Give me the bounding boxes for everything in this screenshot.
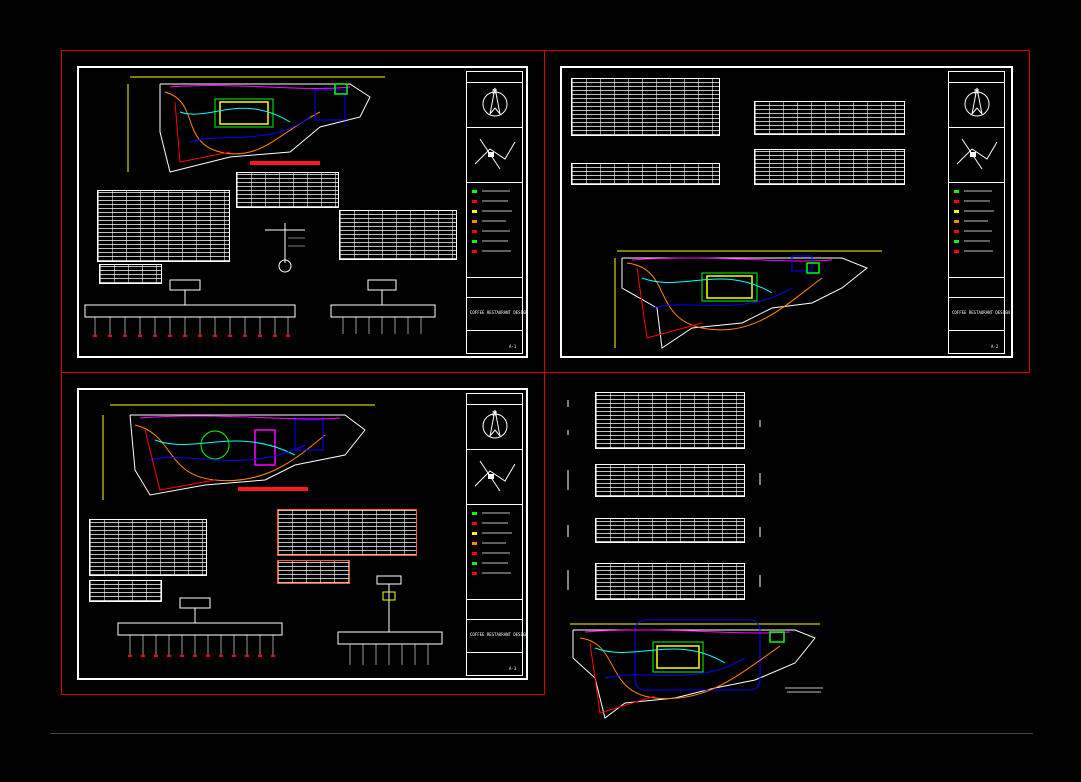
north-arrow-icon: N	[482, 409, 508, 439]
schedule-table	[595, 563, 745, 600]
legend-table	[99, 264, 162, 284]
schedule-table	[277, 560, 350, 584]
legend-swatches	[472, 190, 512, 253]
schedule-table	[339, 210, 457, 260]
schedule-table	[97, 190, 230, 262]
north-arrow-icon: N	[964, 87, 990, 117]
project-title: COFFEE RESTAURANT DESIGN	[470, 310, 528, 315]
schedule-table	[571, 163, 720, 185]
viewport-frame-bottom-left[interactable]	[61, 372, 545, 695]
location-map-icon	[474, 460, 516, 492]
svg-text:N: N	[974, 88, 979, 96]
svg-text:N: N	[492, 88, 497, 96]
floor-plan-4	[570, 619, 823, 719]
floor-plan-2	[614, 250, 882, 349]
north-arrow-icon: N	[482, 87, 508, 117]
title-block[interactable]: COFFEE RESTAURANT DESIGN A-1	[466, 71, 528, 354]
project-title: COFFEE RESTAURANT DESIGN	[952, 310, 1010, 315]
model-space-baseline	[50, 733, 1033, 734]
title-block[interactable]: COFFEE RESTAURANT DESIGN A-2	[948, 71, 1010, 354]
schedule-table	[595, 392, 745, 449]
schedule-table	[277, 509, 417, 556]
viewport-frame-top-right[interactable]	[544, 50, 1030, 373]
plan-title-bar	[250, 161, 320, 165]
schedule-table	[754, 101, 905, 135]
drawing-sheet-3[interactable]	[77, 388, 528, 680]
schedule-table	[754, 149, 905, 185]
location-map-icon	[474, 138, 516, 170]
single-line-diagram	[117, 597, 283, 657]
schedule-table	[595, 464, 745, 497]
plan-title-bar	[238, 487, 308, 491]
legend-table	[89, 580, 162, 602]
legend-swatches	[954, 190, 994, 253]
table-markers	[567, 400, 761, 590]
floor-plan-1	[127, 76, 385, 173]
schedule-table	[595, 518, 745, 543]
single-line-diagram	[337, 575, 443, 665]
riser-diagram	[265, 223, 305, 273]
sheet-number: A-2	[991, 344, 999, 349]
floor-plan-3	[102, 404, 375, 500]
schedule-table	[236, 172, 339, 208]
drawing-sheet-1[interactable]	[77, 66, 528, 358]
title-block[interactable]: COFFEE RESTAURANT DESIGN A-3	[466, 393, 528, 676]
schedule-table	[89, 519, 207, 576]
schedule-table	[571, 78, 720, 136]
location-map-icon	[956, 138, 998, 170]
svg-text:N: N	[492, 410, 497, 418]
sheet-number: A-1	[509, 344, 517, 349]
project-title: COFFEE RESTAURANT DESIGN	[470, 632, 528, 637]
single-line-diagram	[84, 279, 296, 337]
legend-swatches	[472, 512, 512, 575]
drawing-sheet-2[interactable]	[560, 66, 1013, 358]
single-line-diagram	[330, 279, 436, 334]
sheet-number: A-3	[509, 666, 517, 671]
